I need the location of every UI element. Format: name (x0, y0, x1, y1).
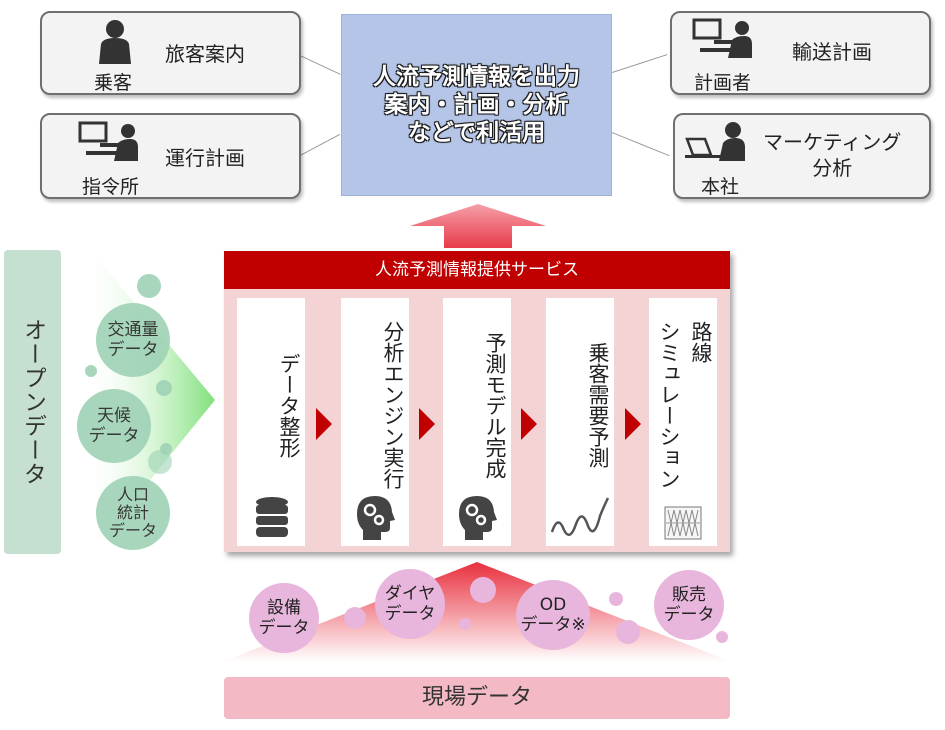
connector-line (611, 132, 670, 157)
field-data-od: OD データ※ (516, 580, 590, 650)
open-data-label: オープンデータ (19, 318, 46, 486)
field-data-item-label: ダイヤ データ (384, 584, 436, 624)
step-route-simulation: 路線 シミュレーション (649, 298, 717, 546)
step-data-formatting: データ整形 (237, 298, 305, 546)
field-data-sales: 販売 データ (654, 570, 724, 640)
connector-line (299, 55, 341, 75)
field-data-mountain (222, 562, 732, 662)
decor-circle (137, 274, 161, 298)
open-data-item-label: 人口 統計 データ (108, 485, 157, 540)
open-data-weather: 天候 データ (77, 389, 151, 463)
planner-monitor-icon (692, 18, 752, 58)
field-data-item-label: 設備 データ (258, 598, 310, 638)
decor-circle (344, 607, 366, 629)
decor-circle (616, 620, 640, 644)
step-label: 予測モデル完成 (483, 331, 507, 479)
laptop-worker-icon (685, 122, 745, 161)
field-data-label: 現場データ (224, 677, 730, 719)
decor-circle (716, 631, 728, 643)
open-data-bar: オープンデータ (4, 250, 61, 554)
step-label: 乗客需要予測 (586, 342, 610, 468)
user-purpose: マーケティング 分析 (763, 130, 902, 180)
user-box-headquarters: 本社 マーケティング 分析 (673, 113, 931, 199)
person-icon (99, 20, 131, 64)
decor-circle (609, 592, 623, 606)
decor-circle (85, 365, 97, 377)
step-arrow (625, 408, 641, 440)
wave-chart-icon (550, 497, 610, 537)
user-purpose: 運行計画 (165, 146, 245, 170)
output-text: 人流予測情報を出力 案内・計画・分析 などで利活用 (373, 64, 580, 146)
database-icon (256, 497, 288, 537)
user-purpose: 旅客案内 (165, 42, 245, 66)
step-arrow (419, 408, 435, 440)
step-prediction-model: 予測モデル完成 (443, 298, 511, 546)
decor-circle (156, 380, 172, 396)
step-analysis-engine: 分析エンジン実行 (341, 298, 409, 546)
operator-monitor-icon (78, 121, 138, 161)
mesh-grid-icon (664, 506, 702, 540)
user-role: 乗客 (94, 72, 133, 94)
brain-gear-icon (459, 496, 497, 540)
output-box: 人流予測情報を出力 案内・計画・分析 などで利活用 (341, 14, 612, 196)
step-label: データ整形 (277, 352, 301, 458)
decor-circle (459, 618, 471, 630)
service-title: 人流予測情報提供サービス (224, 251, 730, 289)
field-data-item-label: 販売 データ (663, 585, 715, 625)
open-data-item-label: 天候 データ (88, 406, 140, 446)
open-data-population: 人口 統計 データ (96, 476, 170, 550)
open-data-traffic: 交通量 データ (96, 303, 170, 377)
field-data-equipment: 設備 データ (249, 583, 319, 653)
user-role: 指令所 (82, 176, 140, 198)
user-box-planner: 計画者 輸送計画 (670, 11, 931, 95)
step-arrow (316, 408, 332, 440)
decor-circle (470, 577, 496, 603)
decor-circle (148, 450, 172, 474)
step-arrow (521, 408, 537, 440)
user-role: 本社 (701, 176, 740, 198)
connector-line (300, 133, 341, 156)
step-demand-forecast: 乗客需要予測 (546, 298, 614, 546)
brain-gear-icon (357, 496, 395, 540)
user-role: 計画者 (694, 72, 752, 94)
up-arrow (410, 204, 546, 248)
field-data-timetable: ダイヤ データ (375, 569, 445, 639)
field-data-item-label: OD データ※ (520, 595, 586, 635)
step-label: 分析エンジン実行 (381, 321, 405, 489)
open-data-item-label: 交通量 データ (107, 320, 159, 360)
user-box-passenger: 乗客 旅客案内 (40, 11, 301, 95)
user-box-dispatcher: 指令所 運行計画 (40, 113, 301, 199)
step-label: 路線 シミュレーション (657, 321, 713, 489)
connector-line (612, 54, 668, 73)
user-purpose: 輸送計画 (792, 40, 872, 64)
